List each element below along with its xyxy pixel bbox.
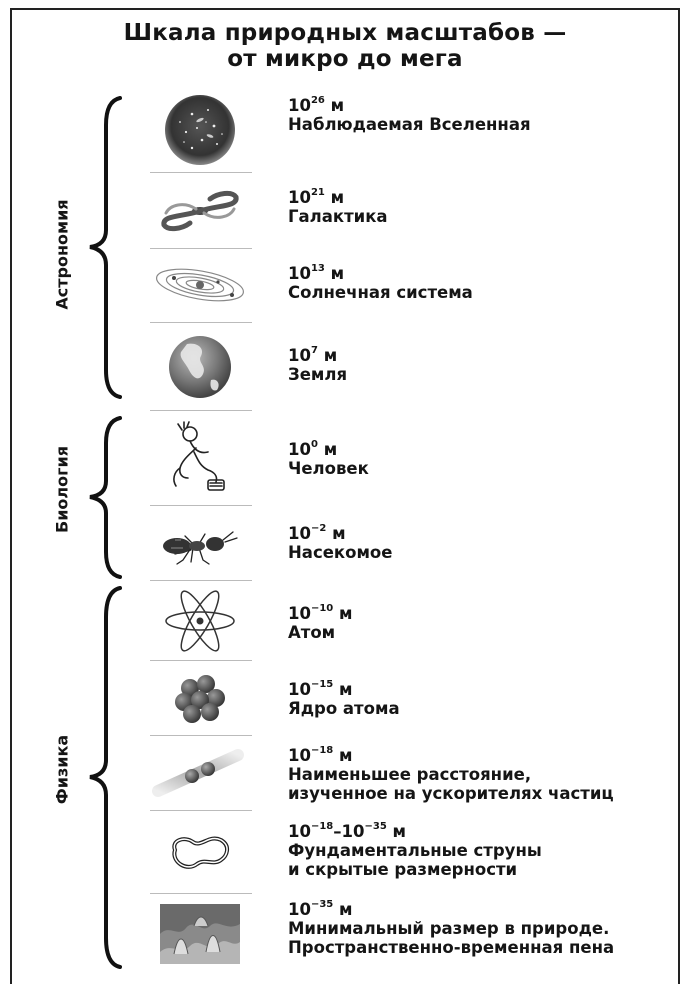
item-label: 107 м Земля bbox=[288, 346, 347, 384]
observable-universe-icon bbox=[152, 92, 248, 168]
scale-value: 1026 м bbox=[288, 96, 531, 115]
scale-value: 10−18–10−35 м bbox=[288, 822, 542, 841]
item-label: 100 м Человек bbox=[288, 440, 369, 478]
row-divider bbox=[150, 505, 252, 506]
item-label: 1021 м Галактика bbox=[288, 188, 388, 226]
scale-value: 107 м bbox=[288, 346, 347, 365]
brace-physics bbox=[84, 585, 124, 970]
scale-value: 10−10 м bbox=[288, 604, 353, 623]
row-divider bbox=[150, 735, 252, 736]
title-line-2: от микро до мега bbox=[0, 46, 690, 72]
title-line-1: Шкала природных масштабов — bbox=[0, 20, 690, 46]
row-divider bbox=[150, 248, 252, 249]
earth-icon bbox=[152, 328, 248, 406]
scale-value: 100 м bbox=[288, 440, 369, 459]
item-label: 10−35 м Минимальный размер в природе. Пр… bbox=[288, 900, 614, 957]
scale-value: 1021 м bbox=[288, 188, 388, 207]
scale-value: 10−2 м bbox=[288, 524, 392, 543]
brace-biology bbox=[84, 415, 124, 580]
row-divider bbox=[150, 322, 252, 323]
solar-system-icon bbox=[152, 252, 248, 318]
row-divider bbox=[150, 410, 252, 411]
item-label: 1013 м Солнечная система bbox=[288, 264, 473, 302]
group-label-astronomy: Астрономия bbox=[53, 155, 72, 355]
row-divider bbox=[150, 660, 252, 661]
galaxy-icon bbox=[152, 176, 248, 246]
item-label: 10−15 м Ядро атома bbox=[288, 680, 400, 718]
group-label-physics: Физика bbox=[53, 670, 72, 870]
string-loop-icon bbox=[152, 815, 248, 889]
row-divider bbox=[150, 172, 252, 173]
scale-value: 10−18 м bbox=[288, 746, 614, 765]
particle-collision-icon bbox=[152, 740, 248, 806]
row-divider bbox=[150, 580, 252, 581]
spacetime-foam-icon bbox=[152, 898, 248, 970]
scale-value: 10−15 м bbox=[288, 680, 400, 699]
row-divider bbox=[150, 810, 252, 811]
ant-icon bbox=[152, 512, 248, 578]
item-label: 1026 м Наблюдаемая Вселенная bbox=[288, 96, 531, 134]
nucleus-icon bbox=[152, 664, 248, 732]
group-label-biology: Биология bbox=[53, 390, 72, 590]
scale-value: 1013 м bbox=[288, 264, 473, 283]
atom-icon bbox=[152, 586, 248, 656]
row-divider bbox=[150, 893, 252, 894]
human-icon bbox=[152, 420, 248, 500]
scale-value: 10−35 м bbox=[288, 900, 614, 919]
item-label: 10−18 м Наименьшее расстояние, изученное… bbox=[288, 746, 614, 803]
item-label: 10−10 м Атом bbox=[288, 604, 353, 642]
brace-astronomy bbox=[84, 95, 124, 400]
item-label: 10−2 м Насекомое bbox=[288, 524, 392, 562]
item-label: 10−18–10−35 м Фундаментальные струны и с… bbox=[288, 822, 542, 879]
